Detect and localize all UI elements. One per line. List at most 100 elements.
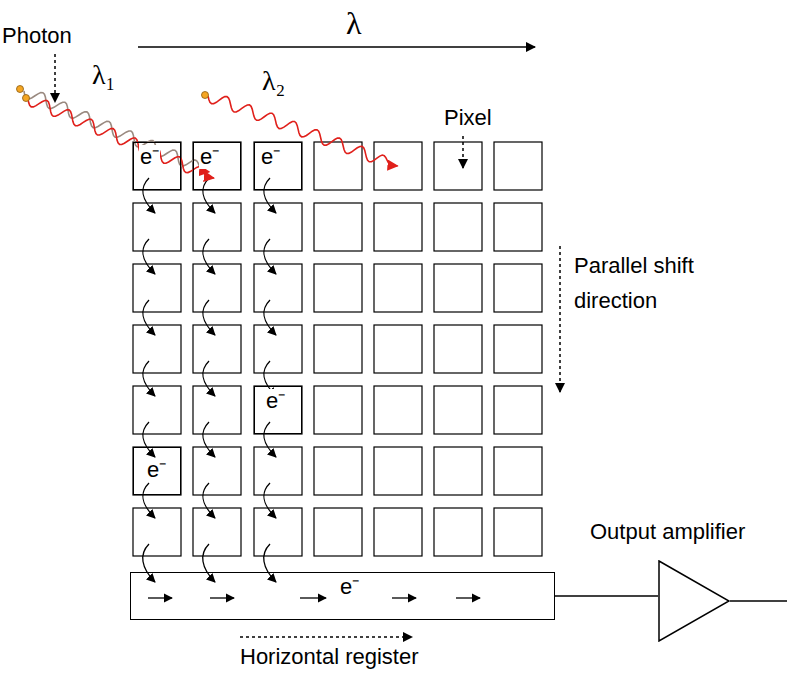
output-wire xyxy=(730,600,787,602)
shift-arrow xyxy=(143,178,155,213)
pixel-box: e⁻ xyxy=(254,142,302,190)
photon-waves xyxy=(17,86,398,178)
pixel xyxy=(494,142,542,190)
amplifier-symbol: Output amplifier xyxy=(590,520,785,644)
pixel xyxy=(133,142,181,190)
pixel xyxy=(133,203,181,251)
pixel xyxy=(193,325,241,373)
shift-arrow xyxy=(264,239,276,274)
shift-arrow xyxy=(264,178,276,213)
transfer-arrow xyxy=(210,597,234,598)
shift-arrow xyxy=(203,239,215,274)
shift-arrow xyxy=(143,239,155,274)
pixel-box: e⁻ xyxy=(254,386,302,434)
pixel xyxy=(434,447,482,495)
shift-arrow xyxy=(264,544,276,582)
shift-arrow xyxy=(143,361,155,396)
pixel xyxy=(434,264,482,312)
direction-arrows xyxy=(55,47,787,637)
transfer-arrow xyxy=(456,597,480,598)
photon-dot xyxy=(17,86,24,93)
shift-arrow xyxy=(203,361,215,396)
transfer-arrow xyxy=(148,597,172,598)
pixel xyxy=(494,264,542,312)
amplifier-outline xyxy=(659,561,729,641)
photon-wave xyxy=(28,99,214,178)
pixel xyxy=(374,264,422,312)
pixel xyxy=(494,447,542,495)
signal-wire xyxy=(555,595,658,597)
pixel xyxy=(133,447,181,495)
electron-label: e⁻ xyxy=(260,145,281,169)
pixel xyxy=(314,386,362,434)
pixel xyxy=(374,447,422,495)
electron-label: e⁻ xyxy=(339,575,360,599)
amplifier-triangle xyxy=(658,560,730,642)
pixel xyxy=(314,325,362,373)
pixel xyxy=(254,508,302,556)
shift-arrow xyxy=(203,300,215,335)
shift-arrow xyxy=(203,483,215,518)
photon-dot xyxy=(202,92,209,99)
pixel xyxy=(434,325,482,373)
pixel xyxy=(193,264,241,312)
electron-label: e⁻ xyxy=(146,458,167,482)
direction-arrow xyxy=(559,246,561,392)
direction-label: Parallel shift direction xyxy=(574,248,694,318)
pixel xyxy=(133,264,181,312)
pixel xyxy=(193,203,241,251)
wavelength-axis xyxy=(138,46,535,48)
pixel xyxy=(133,386,181,434)
photon-dot xyxy=(23,95,30,102)
pixel-label: Pixel xyxy=(444,106,492,130)
pixel xyxy=(314,264,362,312)
pixel xyxy=(254,325,302,373)
pixel xyxy=(434,142,482,190)
photon-wave xyxy=(208,96,398,166)
electron-label: e⁻ xyxy=(199,145,220,169)
pixel xyxy=(374,142,422,190)
photon-label: Photon xyxy=(2,24,72,48)
pixel-box: e⁻ xyxy=(133,142,181,190)
pixel xyxy=(494,325,542,373)
pixel xyxy=(314,447,362,495)
pixel xyxy=(193,447,241,495)
pixel xyxy=(193,386,241,434)
pixel xyxy=(314,203,362,251)
pixel xyxy=(374,386,422,434)
pixel xyxy=(133,508,181,556)
pixel xyxy=(434,203,482,251)
pixel xyxy=(434,508,482,556)
shift-arrows xyxy=(143,178,480,598)
pixel xyxy=(133,325,181,373)
pixel xyxy=(494,203,542,251)
shift-arrow xyxy=(143,544,155,582)
pixel xyxy=(494,386,542,434)
register-label: Horizontal register xyxy=(240,645,419,669)
component-label: Output amplifier xyxy=(590,520,745,544)
pixel xyxy=(254,142,302,190)
pixel xyxy=(434,386,482,434)
shift-arrow xyxy=(143,300,155,335)
pixel xyxy=(374,508,422,556)
shift-arrow xyxy=(143,422,155,457)
pixel xyxy=(193,142,241,190)
pixel xyxy=(254,386,302,434)
pixel xyxy=(314,508,362,556)
pixel xyxy=(374,325,422,373)
electron-label: e⁻ xyxy=(139,145,160,169)
wavelength-label: λ₁ xyxy=(92,60,115,91)
shift-arrow xyxy=(143,483,155,518)
shift-arrow xyxy=(264,483,276,518)
pixel xyxy=(494,508,542,556)
pixel xyxy=(254,447,302,495)
shift-arrow xyxy=(203,544,215,582)
pixel xyxy=(254,203,302,251)
direction-arrow xyxy=(240,636,412,638)
shift-arrow xyxy=(264,422,276,457)
leader-arrow xyxy=(462,136,464,168)
transfer-arrow xyxy=(392,597,416,598)
register-box: e⁻ xyxy=(130,572,555,620)
electron-label: e⁻ xyxy=(265,389,286,413)
